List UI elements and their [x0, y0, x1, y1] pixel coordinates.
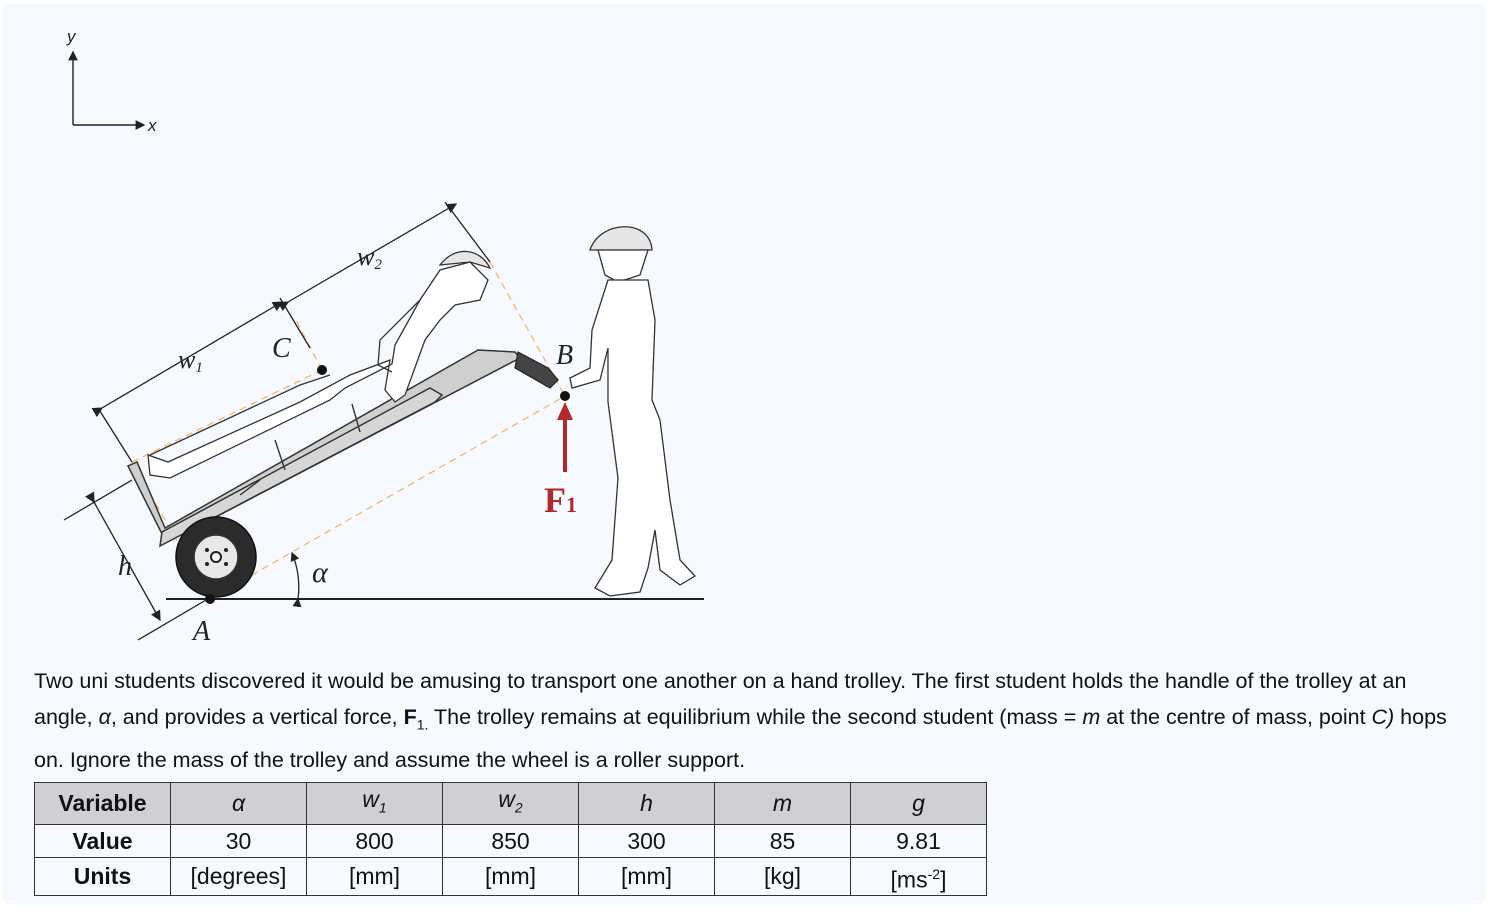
desc-text-1: Two uni students discovered it would be … — [34, 669, 1407, 729]
value-alpha: 30 — [170, 823, 307, 858]
row-label-units: Units — [34, 856, 171, 897]
unit-m: [kg] — [714, 856, 851, 897]
table-row-value: Value 30 800 850 300 85 9.81 — [34, 823, 987, 858]
alpha-label: α — [312, 556, 329, 589]
point-b-label: B — [556, 340, 573, 371]
desc-force: F — [403, 705, 417, 729]
value-m: 85 — [714, 823, 851, 858]
content-panel — [2, 4, 1486, 904]
y-axis-label: y — [66, 27, 77, 46]
point-b-marker — [560, 391, 570, 401]
unit-w2: [mm] — [442, 856, 579, 897]
angle-alpha — [290, 551, 302, 608]
force-label: F1 — [544, 480, 577, 520]
standing-student — [569, 226, 697, 597]
hand-trolley — [126, 349, 559, 548]
desc-text-4: at the centre of mass, point — [1100, 705, 1372, 729]
row-label-variable: Variable — [34, 782, 171, 825]
point-c-marker — [317, 365, 327, 375]
w2-label: w2 — [357, 242, 382, 273]
force-f1-arrow — [557, 402, 573, 472]
desc-text-2: , and provides a vertical force, — [110, 705, 404, 729]
desc-mass: m — [1082, 705, 1101, 729]
dimension-w1 — [91, 297, 311, 463]
desc-text-5: hops on. Ignore the mass of the trolley … — [34, 705, 1447, 773]
unit-g: [ms-2] — [850, 856, 987, 897]
unit-h: [mm] — [578, 856, 715, 897]
value-w2: 850 — [442, 823, 579, 858]
var-w1: w1 — [306, 782, 443, 825]
dimension-w2 — [277, 201, 491, 312]
var-g: g — [850, 782, 987, 825]
x-axis-label: x — [147, 116, 157, 135]
coordinate-axes: y x — [66, 27, 157, 135]
var-m: m — [714, 782, 851, 825]
problem-description: Two uni students discovered it would be … — [34, 663, 1454, 778]
var-h: h — [578, 782, 715, 825]
value-g: 9.81 — [850, 823, 987, 858]
desc-alpha: α — [98, 705, 111, 729]
point-c-label: C — [272, 333, 291, 364]
h-label: h — [118, 551, 132, 582]
dimension-h — [63, 479, 207, 641]
unit-w1: [mm] — [306, 856, 443, 897]
variables-table: Variable α w1 w2 h m g Value 30 800 850 … — [34, 782, 987, 897]
var-w2: w2 — [442, 782, 579, 825]
w1-label: w1 — [178, 345, 203, 376]
point-a-marker — [205, 594, 215, 604]
table-row-variable: Variable α w1 w2 h m g — [34, 782, 987, 825]
wheel — [175, 516, 257, 598]
table-row-units: Units [degrees] [mm] [mm] [mm] [kg] [ms-… — [34, 856, 987, 897]
desc-text-3: The trolley remains at equilibrium while… — [428, 705, 1083, 729]
desc-force-sub: 1. — [416, 716, 429, 733]
var-alpha: α — [170, 782, 307, 825]
value-w1: 800 — [306, 823, 443, 858]
desc-point: C) — [1371, 705, 1395, 729]
row-label-value: Value — [34, 823, 171, 858]
point-a-label: A — [191, 616, 211, 647]
unit-alpha: [degrees] — [170, 856, 307, 897]
value-h: 300 — [578, 823, 715, 858]
